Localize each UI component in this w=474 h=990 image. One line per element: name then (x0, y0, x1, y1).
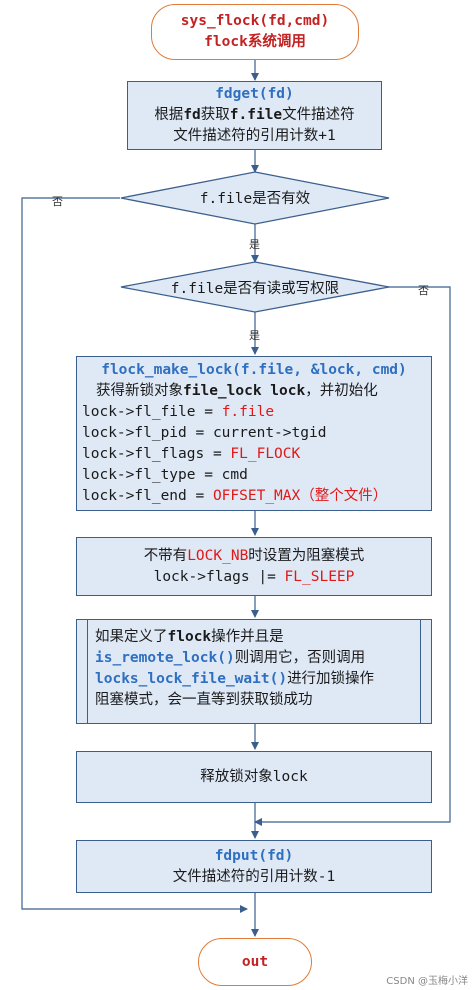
remote-line1-pre: 如果定义了 (95, 629, 168, 645)
decision1-diamond (120, 171, 390, 225)
nonblock-line2-pre: lock->flags |= (153, 568, 285, 585)
fdput-line2: 文件描述符的引用计数-1 (172, 868, 336, 885)
decision2-no-label: 否 (418, 284, 429, 297)
fdput-title: fdput(fd) (214, 847, 294, 864)
make-lock-line3-pre: lock->fl_flags = (82, 446, 231, 462)
make-lock-line3-val: FL_FLOCK (230, 446, 301, 462)
remote-line3-code: locks_lock_file_wait() (95, 671, 288, 687)
make-lock-desc-pre: 获得新锁对象 (96, 383, 183, 399)
remote-line1: 如果定义了flock操作并且是 (95, 627, 431, 648)
remote-lock-box: 如果定义了flock操作并且是 is_remote_lock()则调用它，否则调… (76, 619, 432, 724)
make-lock-line1: lock->fl_file = f.file (82, 402, 431, 423)
fdget-title: fdget(fd) (215, 86, 294, 102)
release-pre: 释放锁对象 (200, 768, 273, 785)
release-code: lock (272, 768, 308, 785)
end-text: out (241, 953, 269, 970)
make-lock-line2: lock->fl_pid = current->tgid (82, 425, 327, 441)
make-lock-line4: lock->fl_type = cmd (82, 467, 248, 483)
remote-line2-code: is_remote_lock() (95, 650, 235, 666)
remote-line4: 阻塞模式，会一直等到获取锁成功 (95, 692, 313, 708)
decision2-yes-label: 是 (249, 329, 260, 342)
remote-line3: locks_lock_file_wait()进行加锁操作 (95, 669, 431, 690)
remote-line1-post: 操作并且是 (211, 629, 284, 645)
decision1-no-label: 否 (52, 195, 63, 208)
nonblock-line1: 不带有LOCK_NB时设置为阻塞模式 (144, 546, 365, 567)
remote-line2: is_remote_lock()则调用它，否则调用 (95, 648, 431, 669)
remote-line1-code: flock (167, 629, 212, 645)
make-lock-line1-pre: lock->fl_file = (82, 404, 222, 420)
nonblock-line2-val: FL_SLEEP (284, 568, 355, 585)
make-lock-line5: lock->fl_end = OFFSET_MAX（整个文件） (82, 486, 431, 507)
make-lock-desc-post: ，并初始化 (305, 383, 378, 399)
arrow-decision2-no (254, 286, 451, 826)
fdget-line2-fd: fd (183, 107, 201, 123)
fdget-line2: 根据fd获取f.file文件描述符 (154, 105, 354, 126)
make-lock-box: flock_make_lock(f.file, &lock, cmd) 获得新锁… (76, 356, 432, 511)
release-text: 释放锁对象lock (200, 767, 307, 788)
make-lock-desc-code: file_lock lock (183, 383, 306, 399)
nonblock-line1-pre: 不带有 (143, 547, 188, 564)
arrow-decision1-no (21, 197, 248, 913)
remote-line3-post: 进行加锁操作 (287, 671, 375, 687)
decision1-text: f.file是否有效 (199, 191, 311, 207)
make-lock-line5-val: OFFSET_MAX（整个文件） (212, 488, 388, 504)
fdput-box: fdput(fd) 文件描述符的引用计数-1 (76, 840, 432, 893)
make-lock-desc: 获得新锁对象file_lock lock，并初始化 (82, 381, 431, 402)
make-lock-line5-pre: lock->fl_end = (82, 488, 213, 504)
decision2-text: f.file是否有读或写权限 (170, 281, 340, 297)
fdget-line2-mid: 获取 (200, 107, 230, 123)
fdget-line3: 文件描述符的引用计数+1 (173, 128, 336, 144)
start-terminator: sys_flock(fd,cmd) flock系统调用 (151, 4, 359, 60)
end-terminator: out (198, 938, 312, 986)
fdget-box: fdget(fd) 根据fd获取f.file文件描述符 文件描述符的引用计数+1 (127, 81, 382, 150)
fdget-line2-ffile: f.file (229, 107, 283, 123)
make-lock-title: flock_make_lock(f.file, &lock, cmd) (101, 362, 407, 378)
release-box: 释放锁对象lock (76, 751, 432, 803)
remote-lock-right-bar (419, 620, 421, 723)
nonblock-line1-code: LOCK_NB (187, 547, 249, 564)
decision2-diamond (120, 261, 390, 313)
nonblock-box: 不带有LOCK_NB时设置为阻塞模式 lock->flags |= FL_SLE… (76, 537, 432, 596)
watermark-text: CSDN @玉梅小洋 (386, 976, 468, 987)
remote-lock-left-bar (87, 620, 89, 723)
fdget-line2-post: 文件描述符 (282, 107, 355, 123)
fdget-line2-pre: 根据 (154, 107, 184, 123)
nonblock-line2: lock->flags |= FL_SLEEP (154, 567, 355, 588)
make-lock-line3: lock->fl_flags = FL_FLOCK (82, 444, 431, 465)
nonblock-line1-post: 时设置为阻塞模式 (248, 547, 365, 564)
start-line2: flock系统调用 (204, 34, 306, 50)
decision1-yes-label: 是 (249, 238, 260, 251)
make-lock-line1-val: f.file (221, 404, 275, 420)
remote-line2-post: 则调用它，否则调用 (234, 650, 366, 666)
start-line1: sys_flock(fd,cmd) (180, 13, 330, 29)
